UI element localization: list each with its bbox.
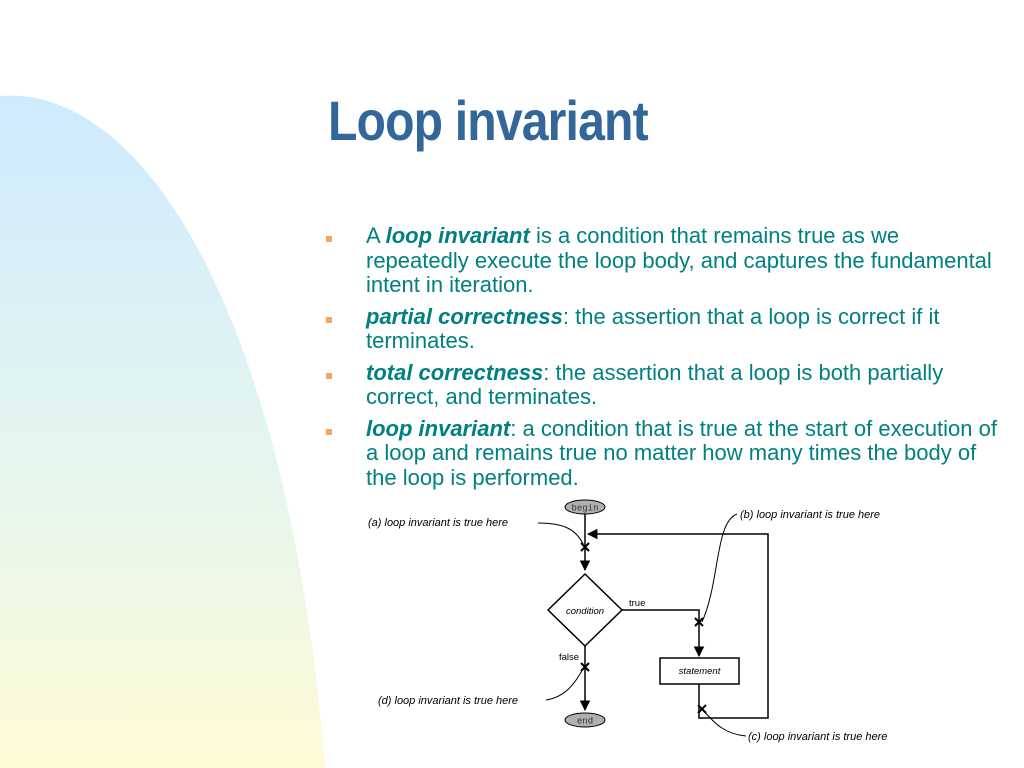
bullet-item: partial correctness: the assertion that … — [326, 303, 998, 354]
begin-label: begin — [571, 504, 598, 514]
bullet-text: : a condition that is true at the start … — [366, 415, 997, 490]
begin-oval — [564, 499, 606, 515]
label-a: (a) loop invariant is true here — [368, 517, 508, 529]
loop-flowchart: begin end condition statement true false… — [368, 499, 887, 743]
statement-label: statement — [679, 666, 721, 677]
bullet-text: is a condition that remains true as we r… — [366, 223, 992, 297]
leader-c — [702, 709, 747, 737]
bullet-text: : the assertion that a loop is correct i… — [366, 303, 940, 353]
true-label: true — [629, 598, 645, 609]
end-label: end — [577, 717, 593, 727]
label-d: (d) loop invariant is true here — [378, 695, 518, 707]
false-label: false — [559, 652, 579, 663]
leader-b — [701, 513, 738, 623]
marker-b-icon — [694, 617, 704, 627]
bullet-prefix: A — [366, 223, 386, 248]
bullet-list: A loop invariant is a condition that rem… — [326, 223, 998, 497]
slide-title: Loop invariant — [328, 89, 649, 152]
bullet-term: loop invariant — [385, 223, 530, 248]
bullet-text: : the assertion that a loop is both part… — [366, 359, 944, 409]
bullet-marker-icon — [326, 372, 332, 379]
loop-back-arrow — [586, 528, 769, 719]
bullet-item: A loop invariant is a condition that rem… — [326, 223, 998, 298]
leader-a — [537, 522, 585, 547]
bullet-term: partial correctness — [366, 303, 563, 329]
end-oval — [564, 712, 606, 728]
leader-d — [545, 666, 585, 701]
condition-label: condition — [566, 606, 604, 617]
label-b: (b) loop invariant is true here — [740, 509, 880, 521]
bullet-marker-icon — [326, 236, 332, 242]
bullet-term: total correctness — [366, 359, 544, 385]
condition-diamond — [546, 572, 624, 648]
true-branch-arrow — [622, 609, 705, 658]
marker-a-icon — [580, 542, 590, 552]
label-c: (c) loop invariant is true here — [748, 731, 887, 743]
statement-box — [659, 657, 740, 685]
bullet-term: loop invariant — [366, 415, 511, 441]
bullet-item: total correctness: the assertion that a … — [326, 359, 998, 410]
bullet-marker-icon — [326, 428, 332, 435]
bullet-item: loop invariant: a condition that is true… — [326, 415, 998, 491]
bullet-marker-icon — [326, 316, 332, 323]
